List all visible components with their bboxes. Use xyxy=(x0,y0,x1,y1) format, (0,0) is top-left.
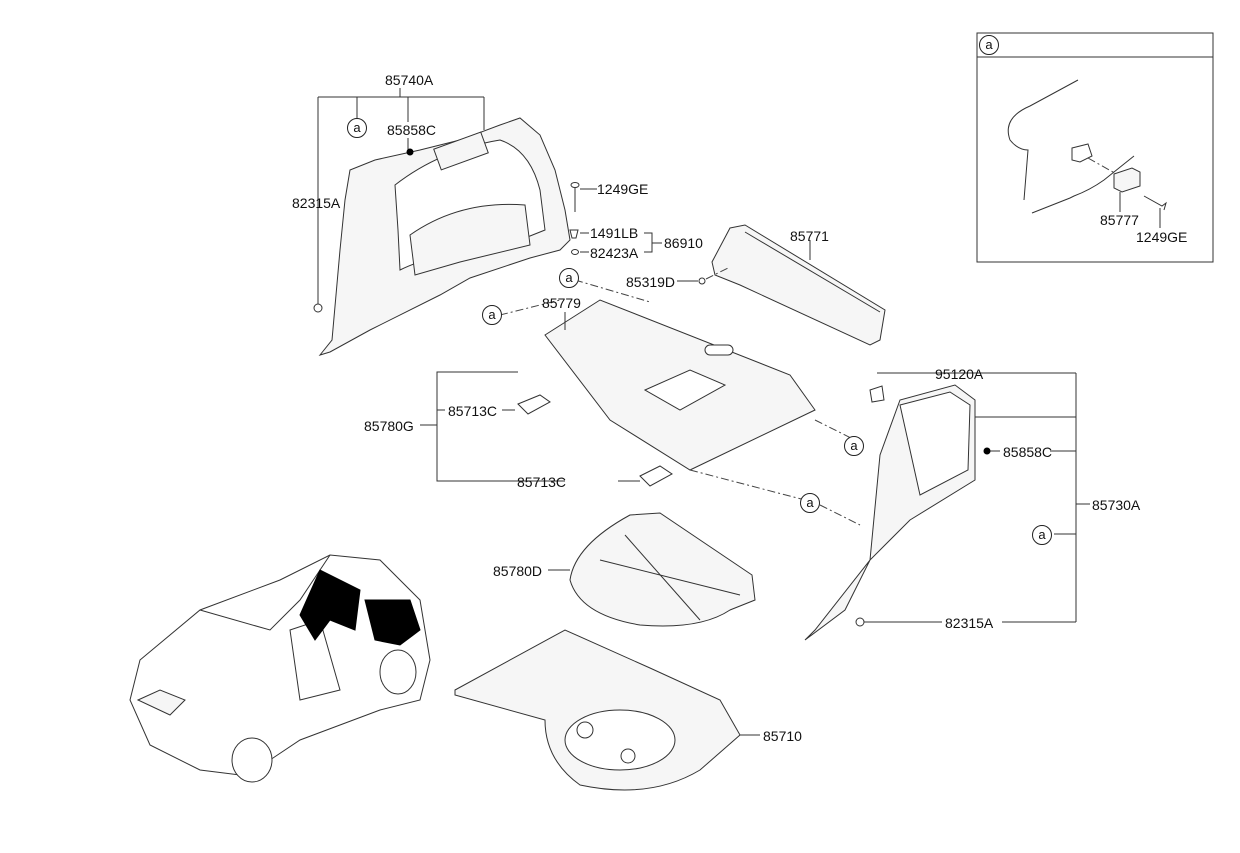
label-82315A-left[interactable]: 82315A xyxy=(292,195,341,211)
label-86910[interactable]: 86910 xyxy=(664,235,703,251)
washer-icon xyxy=(571,249,579,255)
tray-drawing xyxy=(548,512,756,627)
detail-box-marker: a xyxy=(979,35,999,55)
bracket-85777-icon xyxy=(1113,167,1141,193)
rear-transverse-trim-drawing xyxy=(677,224,886,346)
label-82315A-right[interactable]: 82315A xyxy=(945,615,994,631)
clip-1491lb-icon xyxy=(569,229,579,239)
cover-drawing xyxy=(544,299,816,471)
grille-icon xyxy=(136,689,186,716)
label-85730A[interactable]: 85730A xyxy=(1092,497,1141,513)
fastener-icon xyxy=(855,617,865,627)
label-85858C-right[interactable]: 85858C xyxy=(1003,444,1053,460)
clip-95120a-icon xyxy=(869,385,885,403)
label-85858C-left[interactable]: 85858C xyxy=(387,122,437,138)
ref-marker-a: a xyxy=(1032,525,1052,545)
trim-highlight-icon xyxy=(364,599,421,646)
label-1249GE[interactable]: 1249GE xyxy=(597,181,649,197)
fastener-85319d-icon xyxy=(698,277,706,285)
clip-icon xyxy=(406,148,414,156)
label-1249GE-detail[interactable]: 1249GE xyxy=(1136,229,1188,245)
ref-marker-a: a xyxy=(800,493,820,513)
label-1491LB[interactable]: 1491LB xyxy=(590,225,639,241)
label-85713C-upper[interactable]: 85713C xyxy=(448,403,498,419)
label-82423A[interactable]: 82423A xyxy=(590,245,639,261)
ref-marker-a: a xyxy=(482,305,502,325)
screw-detail-icon xyxy=(1143,195,1167,211)
label-85710[interactable]: 85710 xyxy=(763,728,802,744)
left-quarter-trim-drawing xyxy=(318,117,571,356)
hinge-icon xyxy=(639,465,673,487)
label-85713C-lower[interactable]: 85713C xyxy=(517,474,567,490)
right-quarter-trim-drawing xyxy=(804,372,1090,641)
mesh-icon xyxy=(643,369,727,411)
handle-icon xyxy=(704,344,734,356)
label-85780G[interactable]: 85780G xyxy=(364,418,414,434)
leader-85780G xyxy=(420,371,673,487)
label-95120A[interactable]: 95120A xyxy=(935,366,984,382)
detail-box xyxy=(976,32,1214,263)
ref-marker-a: a xyxy=(559,268,579,288)
ref-marker-a: a xyxy=(844,436,864,456)
bracket-slot-icon xyxy=(1071,143,1093,163)
label-85319D[interactable]: 85319D xyxy=(626,274,676,290)
wheel-icon xyxy=(379,649,417,695)
hinge-icon xyxy=(517,394,551,415)
leader-85740A xyxy=(313,88,485,313)
screw-icon xyxy=(570,182,580,188)
label-85771[interactable]: 85771 xyxy=(790,228,829,244)
label-85740A[interactable]: 85740A xyxy=(385,72,434,88)
label-85777[interactable]: 85777 xyxy=(1100,212,1139,228)
clip-icon xyxy=(983,447,991,455)
floor-tray-drawing xyxy=(454,629,760,791)
wheel-icon xyxy=(231,737,273,783)
fastener-icon xyxy=(313,303,323,313)
label-85780D[interactable]: 85780D xyxy=(493,563,543,579)
car-illustration xyxy=(129,554,431,783)
trim-highlight-icon xyxy=(299,569,361,641)
screw-stack xyxy=(569,182,662,255)
label-85779[interactable]: 85779 xyxy=(542,295,581,311)
ref-marker-a: a xyxy=(347,118,367,138)
